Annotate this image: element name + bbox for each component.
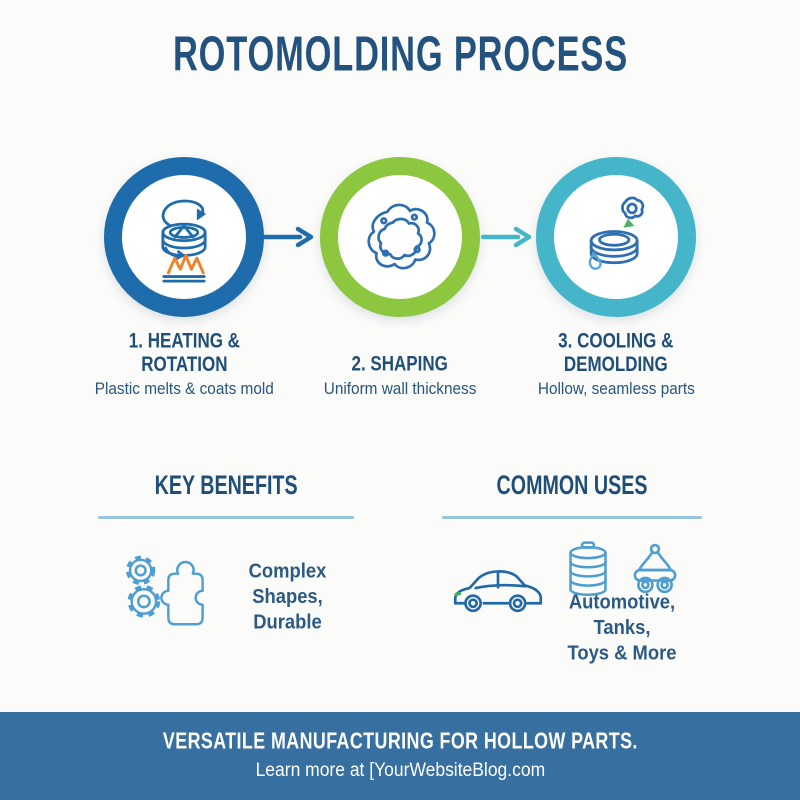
step-3-description: Hollow, seamless parts (537, 380, 695, 398)
process-arrow-2-icon (481, 226, 532, 248)
mold-shaping-icon (367, 203, 436, 270)
step-1-description: Plastic melts & coats mold (94, 380, 274, 398)
puzzle-piece-icon (160, 560, 204, 626)
water-drop-icon (588, 251, 602, 270)
headlight-icon (454, 591, 462, 596)
car-icon (453, 570, 543, 613)
cooling-demolding-icon (588, 196, 645, 270)
heating-rotation-icon (161, 199, 207, 283)
step-2-heading: 2. SHAPING (351, 352, 449, 376)
footer-link-text: Learn more at [YourWebsiteBlog.com (255, 760, 545, 781)
toy-car-icon (633, 543, 677, 594)
gears-icon (125, 555, 161, 618)
process-steps-row: 1. HEATING & ROTATION Plastic melts & co… (76, 157, 724, 399)
step-1-heading: 1. HEATING & ROTATION (128, 329, 240, 377)
step-2-description: Uniform wall thickness (323, 380, 477, 398)
demold-arrow-icon (623, 218, 635, 228)
benefits-heading: KEY BENEFITS (154, 470, 298, 501)
uses-heading: COMMON USES (496, 470, 648, 501)
step-2: 2. SHAPING Uniform wall thickness (292, 157, 508, 399)
demolded-part-icon (621, 196, 645, 220)
step-3-circle (536, 157, 696, 317)
uses-underline (442, 516, 702, 519)
step-1-circle (104, 157, 264, 317)
tank-icon (569, 541, 607, 596)
heater-lines-icon (162, 275, 206, 283)
rotation-arrow-icon (161, 199, 205, 227)
process-arrow-1-icon (263, 226, 314, 248)
benefits-icons (125, 555, 204, 626)
step-3: 3. COOLING & DEMOLDING Hollow, seamless … (508, 157, 724, 399)
flame-icon (166, 253, 205, 275)
footer-banner: VERSATILE MANUFACTURING FOR HOLLOW PARTS… (0, 712, 800, 800)
step-3-heading: 3. COOLING & DEMOLDING (558, 329, 674, 377)
uses-text: Automotive, Tanks, Toys & More (567, 591, 677, 665)
step-1: 1. HEATING & ROTATION Plastic melts & co… (76, 157, 292, 399)
benefits-text: Complex Shapes, Durable (248, 560, 327, 634)
step-2-circle (320, 157, 480, 317)
footer-tagline: VERSATILE MANUFACTURING FOR HOLLOW PARTS… (162, 728, 638, 755)
benefits-underline (98, 516, 354, 519)
page-title: ROTOMOLDING PROCESS (172, 25, 628, 82)
